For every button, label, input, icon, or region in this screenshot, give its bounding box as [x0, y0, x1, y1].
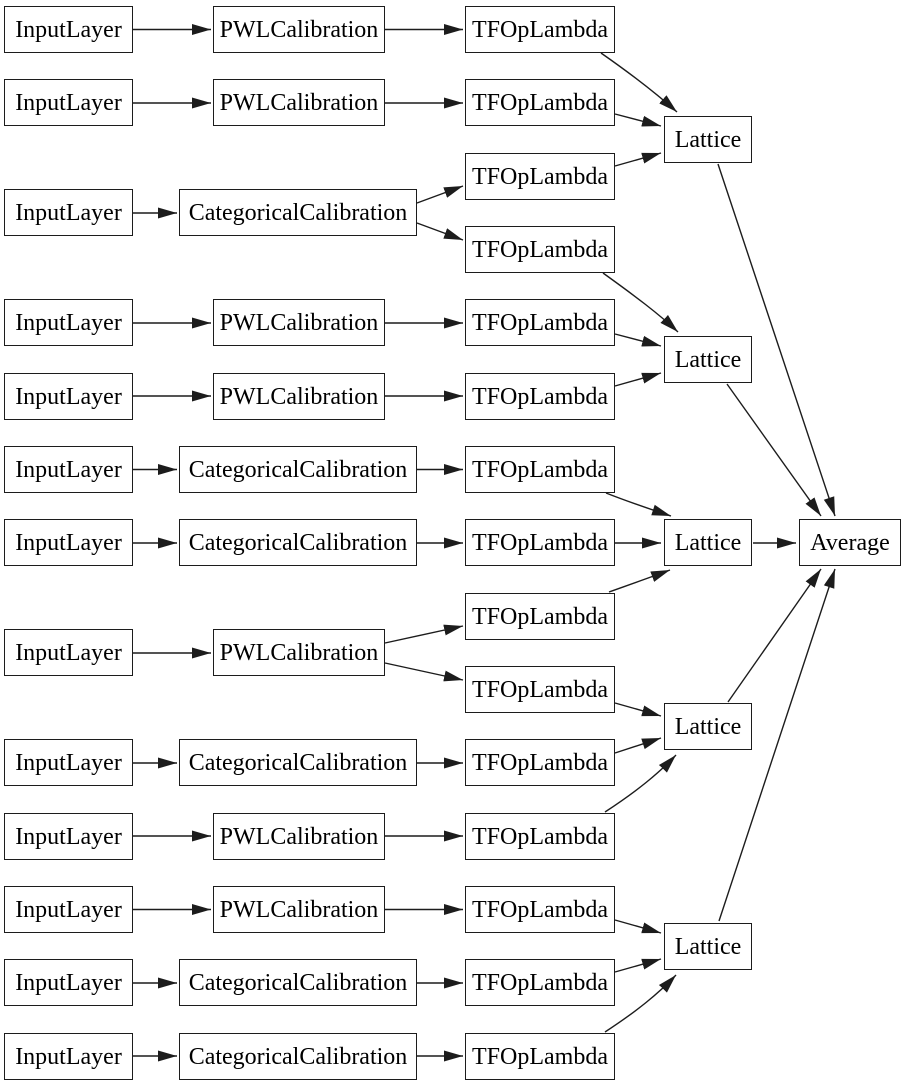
edge-lattice_4-average: [727, 568, 822, 703]
node-tfop-lambda-11: TFOpLambda: [465, 739, 615, 786]
node-tfop-lambda-4: TFOpLambda: [465, 226, 615, 273]
edge-tfop_6-lattice_2: [614, 372, 662, 387]
node-pwl-calibration-5: PWLCalibration: [213, 629, 385, 676]
node-input-layer-13: InputLayer: [4, 1033, 133, 1080]
edge-tfop_10-lattice_4: [614, 702, 662, 717]
edge-tfop_13-lattice_5: [614, 919, 662, 934]
node-lattice-4: Lattice: [664, 703, 752, 750]
node-tfop-lambda-3: TFOpLambda: [465, 153, 615, 200]
node-categorical-calibration-6: CategoricalCalibration: [179, 1033, 417, 1080]
edge-tfop_2-lattice_1: [614, 113, 662, 127]
edge-calib_8-tfop_9: [384, 624, 464, 644]
node-input-layer-12: InputLayer: [4, 959, 133, 1006]
edge-tfop_11-lattice_4: [614, 737, 662, 754]
edge-tfop_4-lattice_2: [602, 272, 679, 333]
node-categorical-calibration-3: CategoricalCalibration: [179, 519, 417, 566]
edge-tfop_14-lattice_5: [614, 958, 662, 973]
node-input-layer-7: InputLayer: [4, 519, 133, 566]
edge-tfop_3-lattice_1: [614, 152, 662, 167]
node-tfop-lambda-12: TFOpLambda: [465, 813, 615, 860]
node-categorical-calibration-1: CategoricalCalibration: [179, 189, 417, 236]
node-pwl-calibration-6: PWLCalibration: [213, 813, 385, 860]
node-pwl-calibration-2: PWLCalibration: [213, 79, 385, 126]
node-pwl-calibration-7: PWLCalibration: [213, 886, 385, 933]
node-tfop-lambda-10: TFOpLambda: [465, 666, 615, 713]
node-input-layer-6: InputLayer: [4, 446, 133, 493]
node-input-layer-8: InputLayer: [4, 629, 133, 676]
node-lattice-1: Lattice: [664, 116, 752, 163]
edge-calib_3-tfop_3: [416, 185, 464, 204]
node-tfop-lambda-7: TFOpLambda: [465, 446, 615, 493]
node-pwl-calibration-3: PWLCalibration: [213, 299, 385, 346]
node-input-layer-11: InputLayer: [4, 886, 133, 933]
node-input-layer-10: InputLayer: [4, 813, 133, 860]
node-tfop-lambda-6: TFOpLambda: [465, 373, 615, 420]
edge-lattice_2-average: [726, 383, 822, 517]
node-tfop-lambda-9: TFOpLambda: [465, 593, 615, 640]
edge-tfop_7-lattice_3: [605, 492, 672, 517]
node-input-layer-4: InputLayer: [4, 299, 133, 346]
node-pwl-calibration-1: PWLCalibration: [213, 6, 385, 53]
edge-calib_3-tfop_4: [416, 222, 464, 241]
node-tfop-lambda-14: TFOpLambda: [465, 959, 615, 1006]
node-categorical-calibration-2: CategoricalCalibration: [179, 446, 417, 493]
edge-lattice_1-average: [717, 163, 836, 517]
node-tfop-lambda-2: TFOpLambda: [465, 79, 615, 126]
edge-calib_8-tfop_10: [384, 662, 464, 682]
edge-tfop_12-lattice_4: [604, 754, 677, 813]
node-categorical-calibration-4: CategoricalCalibration: [179, 739, 417, 786]
node-average: Average: [799, 519, 901, 566]
node-input-layer-9: InputLayer: [4, 739, 133, 786]
node-input-layer-2: InputLayer: [4, 79, 133, 126]
edge-lattice_5-average: [718, 568, 836, 922]
node-input-layer-3: InputLayer: [4, 189, 133, 236]
edge-tfop_5-lattice_2: [614, 333, 662, 347]
node-input-layer-5: InputLayer: [4, 373, 133, 420]
node-tfop-lambda-1: TFOpLambda: [465, 6, 615, 53]
node-tfop-lambda-8: TFOpLambda: [465, 519, 615, 566]
node-lattice-5: Lattice: [664, 923, 752, 970]
node-categorical-calibration-5: CategoricalCalibration: [179, 959, 417, 1006]
edge-tfop_9-lattice_3: [608, 569, 671, 593]
node-lattice-2: Lattice: [664, 336, 752, 383]
node-lattice-3: Lattice: [664, 519, 752, 566]
node-pwl-calibration-4: PWLCalibration: [213, 373, 385, 420]
node-tfop-lambda-13: TFOpLambda: [465, 886, 615, 933]
node-tfop-lambda-5: TFOpLambda: [465, 299, 615, 346]
node-tfop-lambda-15: TFOpLambda: [465, 1033, 615, 1080]
node-input-layer-1: InputLayer: [4, 6, 133, 53]
edge-tfop_15-lattice_5: [604, 974, 677, 1033]
edge-tfop_1-lattice_1: [600, 52, 678, 113]
